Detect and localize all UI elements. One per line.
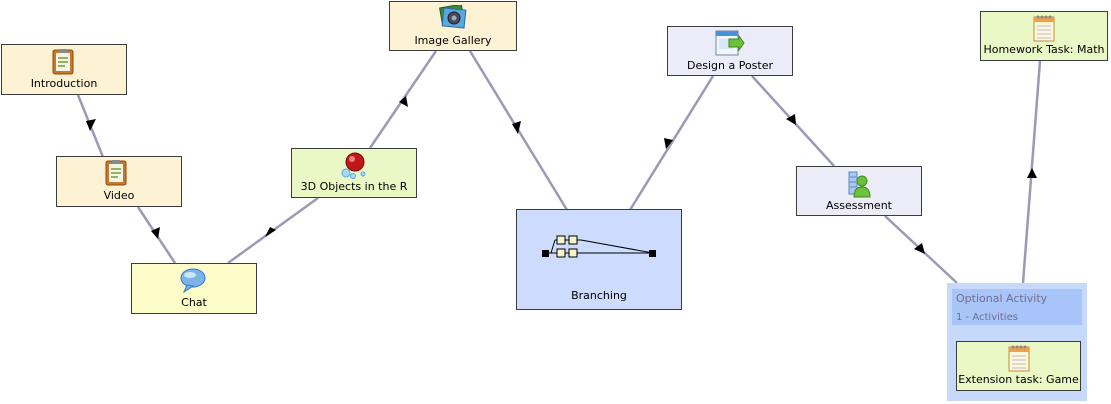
notepad-icon bbox=[52, 49, 74, 75]
optional-activity-header: Optional Activity 1 - Activities bbox=[952, 289, 1082, 325]
arrow-poster-assessment bbox=[786, 114, 796, 125]
arrow-branching-poster bbox=[664, 138, 673, 149]
notepad-spiral-icon bbox=[1008, 345, 1030, 372]
activity-introduction-label: Introduction bbox=[30, 77, 98, 90]
branching-icon bbox=[542, 235, 656, 258]
notepad-icon bbox=[105, 160, 127, 186]
poster-icon bbox=[715, 30, 745, 56]
optional-activity-subtitle: 1 - Activities bbox=[956, 312, 1018, 323]
image-gallery-icon bbox=[439, 5, 467, 29]
activity-extension-task[interactable]: Extension task: Game bbox=[956, 341, 1081, 391]
optional-activity-group[interactable]: Optional Activity 1 - Activities Extensi… bbox=[947, 283, 1087, 401]
molecule-icon bbox=[341, 152, 366, 179]
activity-image-gallery-label: Image Gallery bbox=[414, 34, 492, 47]
activity-assessment[interactable]: Assessment bbox=[796, 166, 922, 216]
activity-introduction[interactable]: Introduction bbox=[1, 44, 127, 95]
activity-3d-objects-label: 3D Objects in the R bbox=[300, 180, 408, 193]
arrow-3dobjects-gallery bbox=[399, 96, 408, 107]
activity-video-label: Video bbox=[103, 189, 135, 202]
chat-bubble-icon bbox=[180, 268, 206, 293]
optional-activity-title: Optional Activity bbox=[956, 292, 1048, 305]
assessment-icon bbox=[848, 171, 871, 198]
activity-homework-task-label: Homework Task: Math bbox=[983, 43, 1105, 56]
arrow-gallery-branching bbox=[512, 121, 521, 134]
activity-assessment-label: Assessment bbox=[826, 199, 892, 212]
activity-branching-label: Branching bbox=[571, 289, 627, 302]
activity-design-poster-label: Design a Poster bbox=[686, 59, 774, 72]
arrow-introduction-video bbox=[86, 119, 96, 131]
arrow-video-chat bbox=[151, 227, 160, 239]
activity-design-poster[interactable]: Design a Poster bbox=[667, 26, 793, 76]
activity-video[interactable]: Video bbox=[56, 156, 182, 207]
notepad-spiral-icon bbox=[1033, 15, 1055, 42]
activity-homework-task[interactable]: Homework Task: Math bbox=[980, 11, 1108, 61]
activity-3d-objects[interactable]: 3D Objects in the R bbox=[291, 148, 417, 198]
activity-chat-label: Chat bbox=[181, 296, 207, 309]
edge-branching-poster bbox=[628, 75, 715, 211]
arrow-chat-3dobjects bbox=[265, 227, 276, 237]
activity-chat[interactable]: Chat bbox=[131, 263, 257, 314]
activity-extension-task-label: Extension task: Game bbox=[958, 373, 1079, 386]
activity-image-gallery[interactable]: Image Gallery bbox=[389, 1, 517, 51]
activity-branching[interactable]: Branching bbox=[516, 209, 682, 310]
arrow-assessment-optional bbox=[914, 243, 925, 254]
arrow-optional-homework bbox=[1027, 168, 1037, 178]
